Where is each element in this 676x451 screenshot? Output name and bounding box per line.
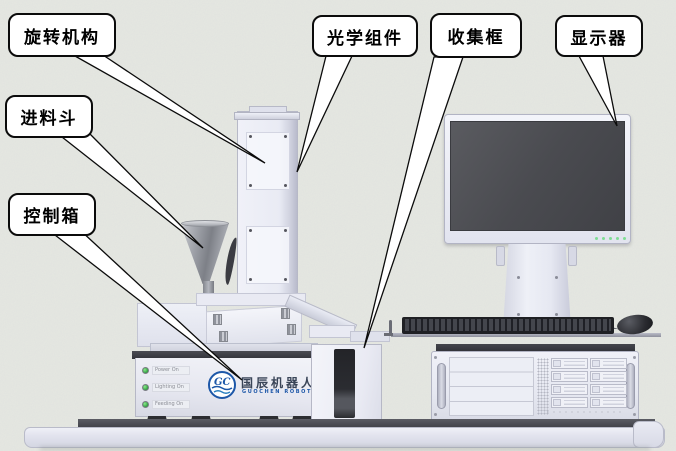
pc-status-dots [545, 410, 625, 415]
pc-blank-drawer-panel [449, 357, 534, 416]
brand-name-chinese: 国辰机器人 [241, 376, 317, 390]
callout-feed-hopper: 进料斗 [5, 95, 93, 138]
callout-monitor: 显示器 [555, 15, 643, 57]
collection-box-slot [334, 349, 355, 418]
keyboard-tray [391, 333, 661, 337]
tower-upper-panel [246, 132, 290, 190]
drive-bay [551, 384, 588, 395]
tower-flange [234, 112, 300, 120]
disc-clamp [213, 314, 222, 325]
led-label: Lighting On [152, 383, 190, 392]
drive-bay [590, 371, 627, 382]
disc-clamp [219, 331, 228, 342]
callout-collection-box: 收集框 [430, 13, 522, 58]
led-indicator-lighting: Lighting On [142, 383, 190, 392]
screw-icon [633, 413, 636, 416]
pc-case-handle-left [437, 363, 446, 409]
monitor-indicator-icon [623, 237, 626, 240]
monitor-stand-tab [568, 246, 577, 266]
svg-text:GC: GC [214, 377, 231, 388]
pc-vent-grille [537, 358, 549, 415]
monitor-indicator-icon [609, 237, 612, 240]
screw-icon [249, 229, 252, 232]
screw-icon [284, 135, 287, 138]
monitor-indicator-icon [595, 237, 598, 240]
screw-icon [555, 313, 558, 316]
base-platform-front [24, 427, 665, 448]
keyboard [402, 317, 614, 334]
base-shadow [40, 447, 650, 450]
tower-lower-panel [246, 226, 290, 284]
monitor-indicator-icon [616, 237, 619, 240]
drive-bay [551, 397, 588, 408]
drive-bay [551, 371, 588, 382]
led-label: Feeding On [152, 400, 190, 409]
screw-icon [284, 278, 287, 281]
led-indicator-power: Power On [142, 366, 190, 375]
callout-optical-assembly: 光学组件 [312, 15, 418, 57]
feed-hopper-cone [181, 223, 229, 284]
led-label: Power On [152, 366, 190, 375]
leader-optics [296, 55, 354, 173]
base-platform-top [78, 419, 655, 429]
callout-rotation-mechanism: 旋转机构 [8, 13, 116, 57]
screw-icon [555, 276, 558, 279]
drive-bay [590, 358, 627, 369]
screw-icon [434, 356, 437, 359]
screw-icon [434, 413, 437, 416]
callout-control-box: 控制箱 [8, 193, 96, 236]
monitor-indicator-icon [602, 237, 605, 240]
lighting-led-icon [142, 384, 149, 391]
brand-logo-icon: GC [208, 371, 236, 399]
screw-icon [633, 356, 636, 359]
led-indicator-feeding: Feeding On [142, 400, 190, 409]
brand-name-english: GUOCHEN ROBOT [242, 389, 312, 395]
power-led-icon [142, 367, 149, 374]
feeding-led-icon [142, 401, 149, 408]
disc-clamp [281, 308, 290, 319]
discharge-shelf [309, 325, 355, 338]
screw-icon [517, 276, 520, 279]
screw-icon [284, 184, 287, 187]
base-platform-endcap [633, 421, 664, 448]
screw-icon [517, 313, 520, 316]
screw-icon [284, 229, 287, 232]
monitor-stand [503, 244, 571, 328]
monitor-screen [450, 121, 625, 231]
pc-case-handle-right [626, 363, 635, 409]
tray-bracket [384, 333, 393, 336]
keyboard-keys [405, 319, 611, 331]
disc-clamp [287, 324, 296, 335]
drive-bay [551, 358, 588, 369]
drive-bay [590, 384, 627, 395]
pc-drive-bays [551, 358, 627, 408]
feed-hopper-rim [181, 220, 229, 227]
drive-bay [590, 397, 627, 408]
screw-icon [249, 184, 252, 187]
pc-case-top [436, 344, 635, 352]
screw-icon [249, 278, 252, 281]
tower-handle [222, 236, 239, 286]
platform-riser [137, 303, 207, 347]
screw-icon [249, 135, 252, 138]
monitor-stand-tab [496, 246, 505, 266]
